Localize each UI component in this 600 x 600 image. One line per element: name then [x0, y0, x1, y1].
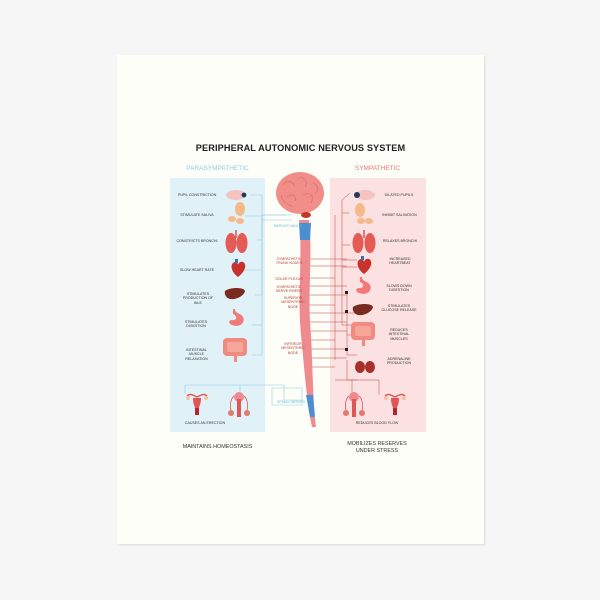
nerve-diagram [184, 172, 380, 427]
para-label-heart: SLOW HEART RATE [180, 268, 214, 272]
stomach-icon [356, 277, 371, 294]
sympathetic-panel [330, 178, 426, 432]
male-reproductive-icon [228, 392, 250, 417]
eye-icon [354, 190, 375, 200]
uterus-icon [384, 393, 406, 415]
eye-icon [226, 190, 247, 200]
symp-label-pupils: DILATED PUPILS [384, 193, 414, 197]
parasympathetic-panel [170, 178, 265, 432]
sympathetic-trunk-nodes-label: SYMPATHETIC TRUNK NODES [275, 257, 303, 266]
symp-label-digestion: SLOWS DOWN DIGESTION [386, 284, 412, 293]
para-label-bronchi: CONSTRICTS BRONCHI [176, 239, 218, 243]
sympathetic-footer: MOBILIZES RESERVES UNDER STRESS [347, 441, 407, 454]
symp-label-heartbeat: INCREASED HEARTBEAT [389, 257, 411, 266]
para-label-erection: CAUSES AN ERECTION [184, 421, 226, 425]
uterus-icon [186, 393, 208, 415]
intestine-icon [351, 322, 375, 346]
salivary-gland-icon [355, 203, 373, 224]
liver-icon [352, 304, 373, 316]
sympathetic-heading: SYMPATHETIC [354, 165, 401, 172]
lungs-icon [225, 230, 248, 253]
para-label-saliva: STIMULATE SALIVA [180, 213, 214, 217]
symp-label-intestinal: REDUCES INTESTINAL MUSCLES [388, 328, 410, 341]
symp-label-blood-flow: REDUCES BLOOD FLOW [355, 421, 399, 425]
poster-title: PERIPHERAL AUTONOMIC NERVOUS SYSTEM [195, 143, 406, 153]
solar-plexus-label: SOLAR PLEXUS [275, 277, 303, 281]
heart-icon [231, 259, 246, 277]
para-label-pupil: PUPIL CONSTRICTION [177, 193, 217, 197]
liver-icon [224, 288, 245, 300]
parasympathetic-footer: MAINTAINS HOMEOSTASIS [182, 444, 253, 450]
male-reproductive-icon [343, 392, 365, 417]
heart-icon [357, 256, 372, 274]
para-label-digestion: STIMULATES DIGESTION [184, 320, 208, 329]
spinal-nerves-label: SPINAL NERVES [276, 400, 306, 404]
superior-mesenteric-node-label: SUPERIOR MESENTERIC NODE [281, 296, 305, 309]
symp-label-bronchi: RELAXES BRONCHI [382, 239, 418, 243]
lungs-icon [352, 230, 376, 253]
intestine-icon [223, 338, 247, 362]
nervus-vagus-label: NERVUS VAGUS [273, 224, 303, 228]
poster-paper: PERIPHERAL AUTONOMIC NERVOUS SYSTEM PARA… [117, 55, 484, 544]
kidneys-icon [355, 361, 375, 373]
salivary-gland-icon [228, 202, 245, 224]
inferior-mesenteric-node-label: INFERIOR MESENTERIC NODE [281, 342, 305, 355]
symp-label-glucose: STIMULATES GLUCOSE RELEASE [381, 304, 417, 313]
sympathetic-nerve-fibers-label: SYMPATHETIC NERVE FIBERS [275, 285, 303, 294]
para-label-bile: STIMULATES PRODUCTION OF BILE [182, 292, 214, 305]
para-label-intestinal: INTESTINAL MUSCLE RELAXATION [185, 348, 208, 361]
stomach-icon [229, 309, 244, 326]
symp-label-salivation: INHIBIT SALIVATION [382, 213, 417, 217]
parasympathetic-heading: PARASYMPATHETIC [186, 165, 249, 172]
symp-label-adrenaline: ADRENALINE PRODUCTION [386, 357, 412, 366]
